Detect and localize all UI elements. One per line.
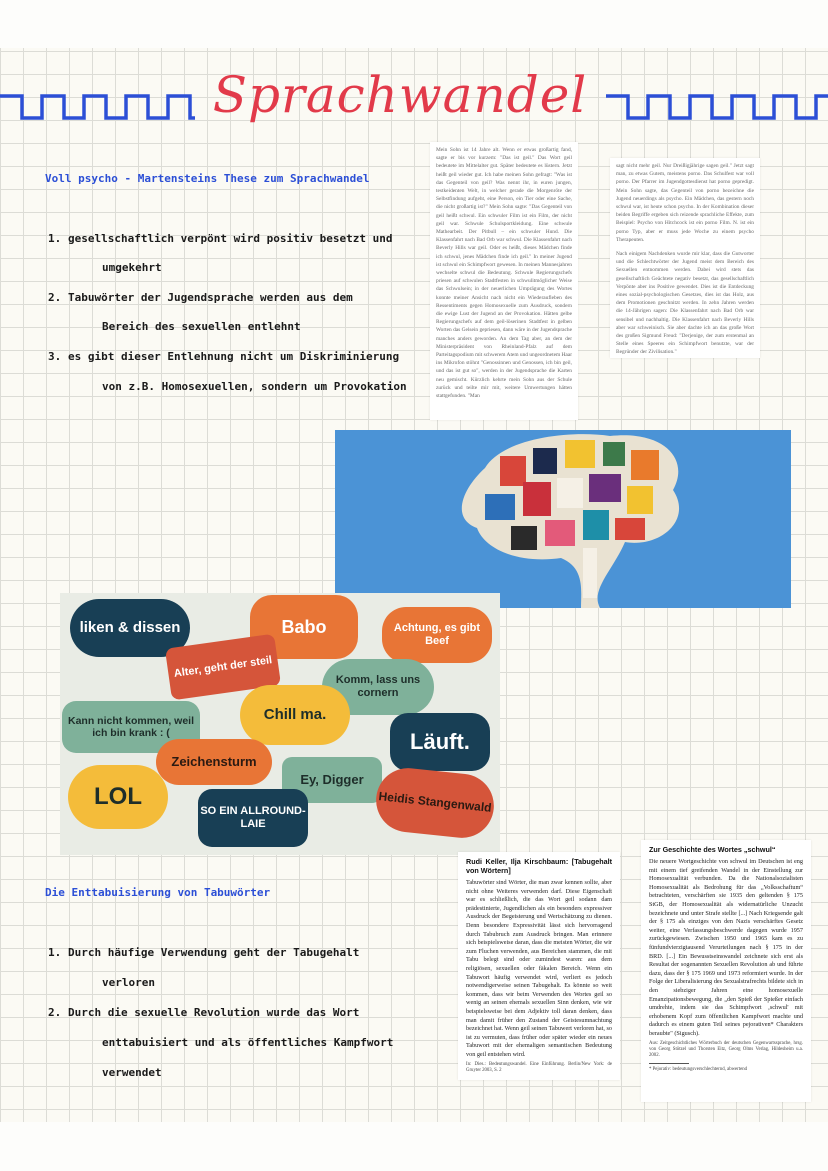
article-heading: Zur Geschichte des Wortes „schwul“ [649, 845, 776, 854]
point-2-cont: Bereich des sexuellen entlehnt [102, 320, 301, 333]
top-margin [0, 0, 828, 48]
youth-language-collage: liken & dissen Babo Achtung, es gibt Bee… [60, 593, 500, 855]
article-paragraph: sagt nicht mehr geil. Nur Dreißigjährige… [616, 163, 754, 243]
section2-heading: Die Enttabuisierung von Tabuwörter [45, 886, 271, 899]
point-number: 1. [48, 946, 62, 959]
right-wave-border [606, 94, 828, 120]
article-heading: Rudi Keller, Ilja Kirschbaum: [Tabugehal… [466, 857, 612, 875]
article-martenstein-col1: Mein Sohn ist 14 Jahre alt. Wenn er etwa… [430, 142, 578, 420]
article-source: In: Dies.: Bedeutungswandel. Eine Einfüh… [466, 1062, 612, 1074]
bubble-beef: Achtung, es gibt Beef [382, 607, 492, 663]
page-title: Sprachwandel [212, 66, 588, 124]
point-1-cont: umgekehrt [102, 261, 162, 274]
bubble-krank: Kann nicht kommen, weil ich bin krank : … [62, 701, 200, 753]
bubble-allround-laie: SO EIN ALLROUND-LAIE [198, 789, 308, 847]
point-number: 2. [48, 1006, 62, 1019]
bubble-lol: LOL [68, 765, 168, 829]
article-paragraph: Nach einigem Nachdenken wurde mir klar, … [616, 251, 754, 356]
bubble-zeichensturm: Zeichensturm [156, 739, 272, 785]
point-text: Tabuwörter der Jugendsprache werden aus … [68, 291, 353, 304]
point-3: 3. es gibt dieser Entlehnung nicht um Dis… [48, 350, 399, 363]
point-5: 2. Durch die sexuelle Revolution wurde da… [48, 1006, 359, 1019]
bubble-stangenwald: Heidis Stangenwald [372, 765, 498, 841]
point-number: 2. [48, 291, 62, 304]
article-body: Tabuwörter sind Wörter, die man zwar ken… [466, 879, 612, 1058]
point-5-cont2: verwendet [102, 1066, 162, 1079]
speech-bubble-collage-photo [335, 430, 791, 608]
point-3-cont: von z.B. Homosexuellen, sondern um Provo… [102, 380, 407, 393]
bubble-chill: Chill ma. [240, 685, 350, 745]
point-4-cont: verloren [102, 976, 155, 989]
article-footnote: * Pejorativ: bedeutungsverschlechternd, … [649, 1067, 748, 1073]
point-2: 2. Tabuwörter der Jugendsprache werden au… [48, 291, 353, 304]
point-text: Durch häufige Verwendung geht der Tabuge… [68, 946, 360, 959]
point-number: 3. [48, 350, 62, 363]
article-martenstein-col2: sagt nicht mehr geil. Nur Dreißigjährige… [610, 158, 760, 358]
point-text: Durch die sexuelle Revolution wurde das … [68, 1006, 360, 1019]
article-source: Aus: Zeitgeschichtliches Wörterbuch der … [649, 1041, 803, 1059]
point-4: 1. Durch häufige Verwendung geht der Tabu… [48, 946, 359, 959]
article-body: Die neuere Wortgeschichte von schwul im … [649, 858, 803, 1037]
left-wave-border [0, 94, 195, 120]
point-1: 1. gesellschaftlich verpönt wird positiv … [48, 232, 393, 245]
point-text: gesellschaftlich verpönt wird positiv be… [68, 232, 393, 245]
bottom-margin [0, 1122, 828, 1171]
point-text: es gibt dieser Entlehnung nicht um Diskr… [68, 350, 400, 363]
section1-heading: Voll psycho - Martensteins These zum Spr… [45, 172, 370, 185]
article-keller-kirschbaum: Rudi Keller, Ilja Kirschbaum: [Tabugehal… [458, 852, 620, 1080]
point-5-cont: enttabuisiert und als öffentliches Kampf… [102, 1036, 394, 1049]
bubble-liken-dissen: liken & dissen [70, 599, 190, 657]
article-geschichte-schwul: Zur Geschichte des Wortes „schwul“ Die n… [641, 840, 811, 1102]
footnote-divider [649, 1063, 689, 1065]
point-number: 1. [48, 232, 62, 245]
bubble-laeuft: Läuft. [390, 713, 490, 771]
